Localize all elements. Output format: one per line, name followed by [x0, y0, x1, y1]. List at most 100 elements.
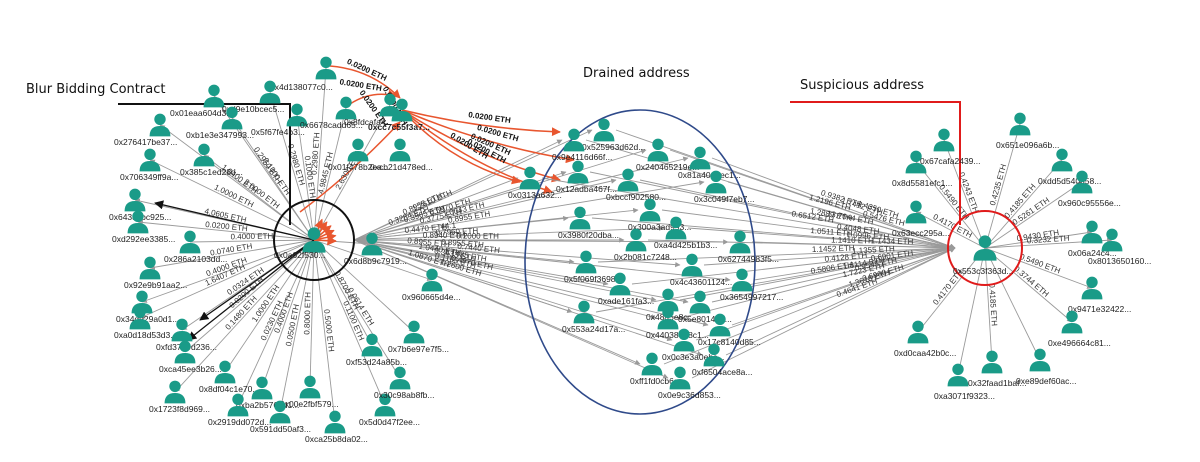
user-icon-body — [673, 340, 695, 352]
left-spoke-edge-dark — [187, 239, 315, 341]
left-cluster-node[interactable] — [299, 375, 321, 399]
left-cluster-node[interactable] — [203, 84, 225, 108]
drained-node[interactable] — [625, 228, 647, 252]
right-cluster-node[interactable] — [1061, 310, 1083, 334]
drained-node[interactable] — [729, 230, 751, 254]
left-cluster-node[interactable] — [193, 143, 215, 167]
blur-to-drained-edge — [353, 239, 731, 283]
right-cluster-node[interactable] — [1081, 276, 1103, 300]
left-cluster-node[interactable] — [127, 210, 149, 234]
left-cluster-node[interactable] — [259, 80, 281, 104]
user-icon-head — [910, 150, 922, 162]
right-cluster-node[interactable] — [947, 363, 969, 387]
drained-node[interactable] — [593, 118, 615, 142]
user-icon-head — [662, 288, 674, 300]
left-cluster-node[interactable] — [129, 306, 151, 330]
user-icon-head — [670, 216, 682, 228]
right-cluster-node[interactable] — [933, 128, 955, 152]
right-cluster-label: 0xe89def60ac... — [1016, 376, 1077, 386]
left-spoke-edge — [269, 91, 316, 241]
drained-node[interactable] — [519, 166, 541, 190]
drained-node[interactable] — [681, 253, 703, 277]
drained-node[interactable] — [669, 366, 691, 390]
right-cluster-label: 0x67cafa2439... — [920, 156, 981, 166]
left-cluster-node[interactable] — [324, 410, 346, 434]
user-icon-head — [578, 300, 590, 312]
drained-node[interactable] — [709, 313, 731, 337]
suspicious-address-node[interactable] — [973, 235, 997, 261]
right-cluster-node[interactable] — [1051, 148, 1073, 172]
user-icon-body — [981, 362, 1003, 374]
drained-node[interactable] — [639, 198, 661, 222]
left-cluster-node[interactable] — [214, 360, 236, 384]
suspicious-outbound-edge — [943, 139, 986, 249]
right-cluster-node[interactable] — [905, 200, 927, 224]
drained-node[interactable] — [705, 170, 727, 194]
right-cluster-node[interactable] — [981, 350, 1003, 374]
left-cluster-node[interactable] — [315, 56, 337, 80]
drained-node[interactable] — [647, 138, 669, 162]
left-cluster-node[interactable] — [286, 103, 308, 127]
left-cluster-node[interactable] — [361, 232, 383, 256]
right-cluster-node[interactable] — [1081, 220, 1103, 244]
left-cluster-label: 0x30c98ab8fb... — [374, 390, 435, 400]
left-cluster-node[interactable] — [391, 98, 413, 122]
drained-to-suspicious-edge — [691, 247, 956, 379]
drained-node[interactable] — [689, 146, 711, 170]
left-cluster-node[interactable] — [149, 113, 171, 137]
drained-node[interactable] — [703, 343, 725, 367]
left-cluster-node[interactable] — [221, 106, 243, 130]
left-cluster-node[interactable] — [124, 188, 146, 212]
user-icon-head — [952, 363, 964, 375]
left-cluster-node[interactable] — [347, 138, 369, 162]
drained-node[interactable] — [563, 128, 585, 152]
drained-node[interactable] — [575, 250, 597, 274]
drained-node[interactable] — [665, 216, 687, 240]
suspicious-outbound-edge — [915, 161, 986, 249]
drained-node[interactable] — [569, 206, 591, 230]
left-cluster-node[interactable] — [164, 380, 186, 404]
left-cluster-node[interactable] — [227, 393, 249, 417]
left-cluster-node[interactable] — [374, 393, 396, 417]
left-cluster-node[interactable] — [171, 318, 193, 342]
right-cluster-node[interactable] — [1009, 112, 1031, 136]
right-cluster-node[interactable] — [905, 150, 927, 174]
right-cluster-node[interactable] — [1071, 170, 1093, 194]
drained-label: 0xf6504ace8a... — [692, 367, 753, 377]
left-cluster-node[interactable] — [421, 268, 443, 292]
drained-node[interactable] — [657, 288, 679, 312]
drained-node[interactable] — [689, 290, 711, 314]
drained-node[interactable] — [657, 306, 679, 330]
user-icon-body — [625, 240, 647, 252]
drained-node[interactable] — [609, 272, 631, 296]
left-cluster-node[interactable] — [269, 400, 291, 424]
drained-node[interactable] — [641, 352, 663, 376]
drained-label: 0x0313a632... — [508, 190, 562, 200]
right-cluster-node[interactable] — [1101, 228, 1123, 252]
left-cluster-label: 0xcb21d478ed... — [370, 162, 433, 172]
blur-contract-node[interactable] — [302, 227, 326, 253]
left-cluster-node[interactable] — [179, 230, 201, 254]
left-cluster-label: 0x8fdcafa4... — [344, 117, 393, 127]
left-cluster-node[interactable] — [174, 340, 196, 364]
left-cluster-node[interactable] — [335, 96, 357, 120]
drained-to-suspicious-edge — [695, 247, 956, 341]
left-cluster-node[interactable] — [389, 366, 411, 390]
left-cluster-node[interactable] — [361, 333, 383, 357]
left-cluster-node[interactable] — [139, 256, 161, 280]
user-icon-body — [575, 262, 597, 274]
user-icon-body — [227, 405, 249, 417]
left-cluster-node[interactable] — [389, 138, 411, 162]
blur-to-drained-label: 0.8955 ETH — [407, 236, 451, 249]
drained-node[interactable] — [731, 268, 753, 292]
left-cluster-node[interactable] — [403, 320, 425, 344]
drained-to-suspicious-edge — [639, 179, 956, 250]
drained-node[interactable] — [673, 328, 695, 352]
drained-node[interactable] — [573, 300, 595, 324]
left-cluster-node[interactable] — [251, 376, 273, 400]
drained-node[interactable] — [617, 168, 639, 192]
right-cluster-node[interactable] — [907, 320, 929, 344]
right-cluster-node[interactable] — [1029, 348, 1051, 372]
drained-node[interactable] — [567, 160, 589, 184]
left-cluster-node[interactable] — [139, 148, 161, 172]
